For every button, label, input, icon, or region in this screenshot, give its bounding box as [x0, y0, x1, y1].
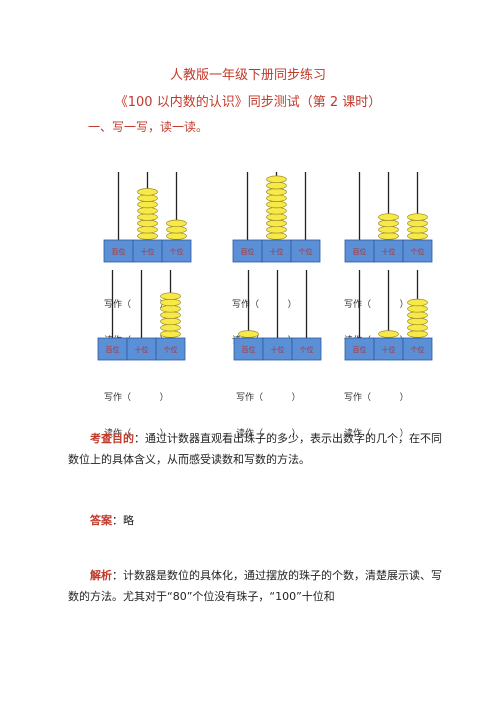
abacus-bead — [137, 188, 158, 196]
abacus-bead — [160, 305, 181, 313]
place-value-label: 个位 — [299, 247, 313, 256]
page-title: 人教版一年级下册同步练习 — [169, 68, 326, 83]
abacus-bead — [266, 207, 287, 215]
place-value-label: 十位 — [271, 345, 285, 354]
place-value-label: 百位 — [242, 345, 256, 354]
place-value-label: 百位 — [353, 247, 367, 256]
abacus-bead — [407, 330, 428, 338]
abacus-bead — [407, 317, 428, 326]
abacus-bead — [378, 213, 399, 221]
write-line: 写作（ ） — [344, 393, 409, 403]
abacus-bead — [266, 225, 287, 234]
place-value-box — [291, 337, 322, 361]
abacus-bead — [238, 330, 259, 338]
abacus-bead — [137, 207, 158, 215]
abacus-bead — [266, 194, 287, 202]
place-value-label: 十位 — [382, 345, 396, 354]
place-value-label: 百位 — [112, 247, 126, 256]
abacus-bead — [407, 219, 428, 228]
write-line: 写作（ ） — [236, 393, 301, 403]
answer-keyword: 答案 — [90, 514, 112, 527]
write-line: 写作（ ） — [104, 393, 169, 403]
abacus-bead — [137, 219, 158, 228]
place-value-label: 个位 — [300, 345, 314, 354]
place-value-label: 个位 — [411, 247, 425, 256]
abacus-bead — [378, 219, 399, 228]
abacus-bead — [137, 200, 158, 209]
abacus-1: 百位 十位 个位 — [98, 172, 198, 266]
analysis-paragraph: 解析：计数器是数位的具体化，通过摆放的珠子的个数，清楚展示读、写数的方法。尤其对… — [68, 565, 448, 607]
abacus-bead — [137, 232, 158, 240]
abacus-bead — [378, 330, 399, 338]
place-value-label: 个位 — [170, 247, 184, 256]
abacus-bead — [166, 219, 187, 228]
place-value-label: 个位 — [164, 345, 178, 354]
abacus-bead — [160, 323, 181, 332]
abacus-bead — [160, 311, 181, 319]
place-value-label: 十位 — [270, 247, 284, 256]
abacus-bead — [160, 317, 181, 326]
abacus-bead — [137, 225, 158, 234]
place-value-label: 十位 — [135, 345, 149, 354]
page-subtitle: 《100 以内数的认识》同步测试（第 2 课时） — [114, 95, 382, 110]
answer-lines-4: 写作（ ） 读作（ ） — [104, 368, 169, 452]
abacus-bead — [137, 194, 158, 202]
answer-paragraph: 答案：略 — [68, 510, 448, 531]
abacus-2: 百位 十位 个位 — [227, 172, 327, 266]
abacus-bead — [166, 225, 187, 234]
read-line: 读作（ ） — [104, 429, 169, 439]
write-line: 写作（ ） — [344, 300, 409, 310]
abacus-bead — [378, 225, 399, 234]
abacus-3: 百位 十位 个位 — [339, 172, 439, 266]
abacus-bead — [407, 225, 428, 234]
purpose-keyword: 考查目的 — [90, 432, 134, 445]
place-value-box — [161, 239, 192, 263]
place-value-label: 百位 — [353, 345, 367, 354]
abacus-bead — [407, 305, 428, 313]
abacus-bead — [137, 213, 158, 221]
abacus-bead — [160, 330, 181, 338]
abacus-bead — [266, 175, 287, 184]
abacus-4: 百位 十位 个位 — [92, 270, 192, 364]
abacus-bead — [407, 311, 428, 319]
place-value-label: 百位 — [106, 345, 120, 354]
abacus-bead — [160, 292, 181, 300]
place-value-box — [290, 239, 321, 263]
purpose-text: ：通过计数器直观看出珠子的多少，表示出数字的几个，在不同数位上的具体含义，从而感… — [68, 432, 442, 466]
abacus-5: 百位 十位 个位 — [228, 270, 328, 364]
abacus-bead — [266, 232, 287, 240]
abacus-6: 百位 十位 个位 — [339, 270, 439, 364]
place-value-label: 百位 — [241, 247, 255, 256]
abacus-bead — [266, 200, 287, 209]
place-value-box — [402, 337, 433, 361]
abacus-bead — [266, 188, 287, 196]
abacus-bead — [407, 298, 428, 307]
analysis-text: ：计数器是数位的具体化，通过摆放的珠子的个数，清楚展示读、写数的方法。尤其对于“… — [68, 569, 442, 603]
analysis-keyword: 解析 — [90, 569, 112, 582]
abacus-bead — [166, 232, 187, 240]
place-value-label: 个位 — [411, 345, 425, 354]
abacus-bead — [266, 181, 287, 190]
answer-lines-5: 写作（ ） 读作（ ） — [236, 368, 301, 452]
place-value-box — [402, 239, 433, 263]
section-heading: 一、写一写，读一读。 — [88, 120, 209, 134]
abacus-bead — [407, 213, 428, 221]
read-line: 读作（ ） — [236, 429, 301, 439]
abacus-bead — [266, 213, 287, 221]
place-value-label: 十位 — [141, 247, 155, 256]
answer-lines-6: 写作（ ） 读作（ ） — [344, 368, 409, 452]
abacus-bead — [266, 219, 287, 228]
abacus-bead — [407, 232, 428, 240]
abacus-bead — [160, 298, 181, 307]
place-value-label: 十位 — [382, 247, 396, 256]
purpose-paragraph: 考查目的：通过计数器直观看出珠子的多少，表示出数字的几个，在不同数位上的具体含义… — [68, 428, 448, 470]
place-value-box — [155, 337, 186, 361]
abacus-bead — [378, 232, 399, 240]
read-line: 读作（ ） — [344, 429, 409, 439]
answer-text: ：略 — [112, 514, 134, 527]
write-line: 写作（ ） — [232, 300, 297, 310]
abacus-bead — [407, 323, 428, 332]
